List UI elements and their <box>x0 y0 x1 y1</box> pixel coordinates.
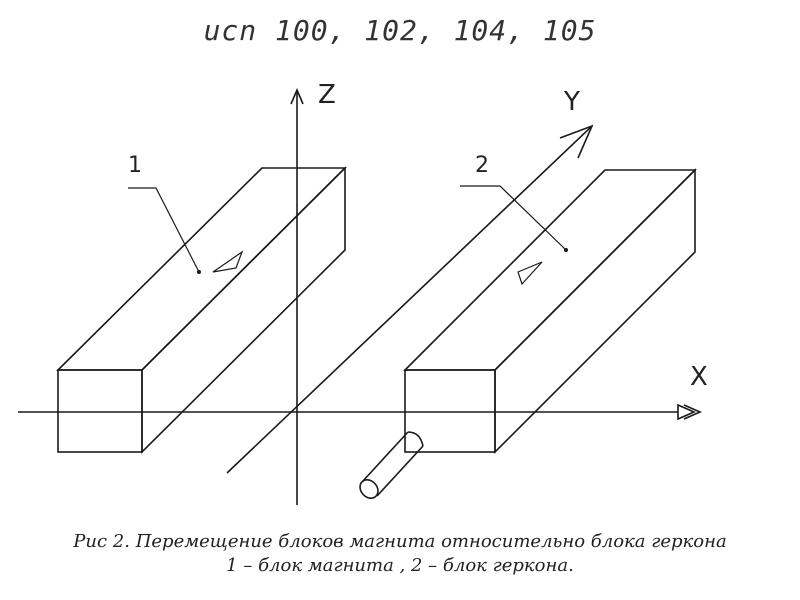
cylinder-edge-top <box>361 431 409 483</box>
z-axis-arrow <box>290 87 304 105</box>
header-text: ucn 100, 102, 104, 105 <box>204 14 597 47</box>
y-axis-arrow <box>559 124 594 159</box>
block-1-front-face <box>57 369 143 453</box>
block-2-side-face <box>494 168 696 454</box>
block-2-triangle-mark <box>517 261 543 286</box>
y-axis-label: Y <box>563 87 580 117</box>
caption-line-2: 1 – блок магнита , 2 – блок геркона. <box>226 555 574 576</box>
y-axis-line <box>226 125 593 474</box>
block-1-triangle-mark <box>212 250 244 273</box>
block-1-top-face <box>56 167 347 371</box>
block-1-label: 1 <box>128 153 142 178</box>
x-axis: X <box>18 362 708 421</box>
block-diagram: ucn 100, 102, 104, 105 Z X Y 1 <box>18 14 708 505</box>
x-axis-label: X <box>690 362 708 392</box>
block-1-magnet: 1 <box>56 153 347 454</box>
cylinder-end-back <box>407 431 424 447</box>
z-axis-label: Z <box>318 80 336 110</box>
z-axis: Z <box>290 80 336 505</box>
reed-cylinder <box>359 431 424 499</box>
figure-caption: Рис 2. Перемещение блоков магнита относи… <box>0 530 800 578</box>
cylinder-end-front <box>359 479 379 499</box>
x-axis-arrow <box>677 403 702 421</box>
caption-line-1: Рис 2. Перемещение блоков магнита относи… <box>73 531 727 552</box>
y-axis: Y <box>226 87 594 474</box>
block-2-label: 2 <box>475 153 489 178</box>
block-1-leader-line <box>128 187 200 273</box>
block-2-reed: 2 <box>403 153 697 454</box>
block-1-side-face <box>141 166 346 454</box>
block-2-leader-line <box>460 185 567 251</box>
block-2-top-face <box>403 169 697 371</box>
block-2-front-face <box>404 369 496 453</box>
cylinder-edge-bottom <box>376 445 424 497</box>
